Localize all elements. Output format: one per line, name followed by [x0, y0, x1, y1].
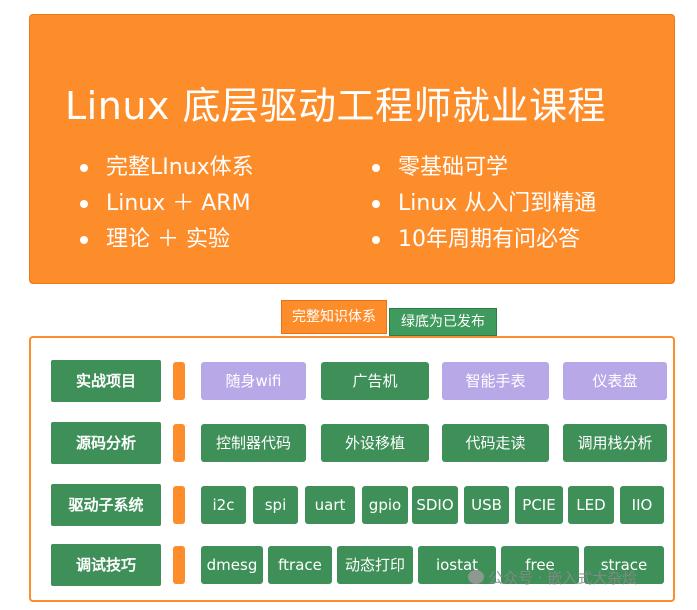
topic-chip: spi — [253, 486, 298, 524]
course-banner: Linux 底层驱动工程师就业课程 完整LInux体系 Linux ＋ ARM … — [29, 14, 675, 284]
feature-text: Linux ＋ ARM — [106, 191, 251, 216]
feature-text: 完整LInux体系 — [106, 155, 254, 180]
feature-text: 10年周期有问必答 — [398, 227, 580, 252]
topic-chip: 外设移植 — [321, 424, 429, 462]
feature-list-left: 完整LInux体系 Linux ＋ ARM 理论 ＋ 实验 — [80, 150, 254, 258]
feature-item: 零基础可学 — [372, 150, 596, 186]
curriculum-row-source: 源码分析 控制器代码 外设移植 代码走读 调用栈分析 — [31, 422, 673, 464]
feature-text: Linux 从入门到精通 — [398, 191, 597, 216]
topic-chip: USB — [464, 486, 509, 524]
bullet-dot-icon — [372, 164, 380, 172]
row-divider-bar — [173, 486, 185, 524]
topic-chip: strace — [584, 546, 664, 584]
topic-chip: SDIO — [412, 486, 458, 524]
topic-chip: free — [501, 546, 579, 584]
topic-chip: ftrace — [268, 546, 332, 584]
row-label: 源码分析 — [51, 422, 161, 464]
feature-list-right: 零基础可学 Linux 从入门到精通 10年周期有问必答 — [372, 150, 596, 258]
feature-item: Linux ＋ ARM — [80, 186, 254, 222]
feature-text: 理论 ＋ 实验 — [106, 227, 230, 252]
topic-chip: i2c — [201, 486, 246, 524]
bullet-dot-icon — [80, 200, 88, 208]
topic-chip: 控制器代码 — [201, 424, 306, 462]
row-divider-bar — [173, 362, 185, 400]
bullet-dot-icon — [80, 164, 88, 172]
feature-item: 10年周期有问必答 — [372, 222, 596, 258]
topic-chip: 调用栈分析 — [563, 424, 667, 462]
feature-item: 完整LInux体系 — [80, 150, 254, 186]
feature-item: Linux 从入门到精通 — [372, 186, 596, 222]
topic-chip: 广告机 — [321, 362, 429, 400]
knowledge-system-tag: 完整知识体系 — [281, 300, 387, 334]
topic-chip: LED — [568, 486, 614, 524]
topic-chip: gpio — [362, 486, 408, 524]
topic-chip: 随身wifi — [201, 362, 306, 400]
curriculum-row-drivers: 驱动子系统 i2c spi uart gpio SDIO USB PCIE LE… — [31, 484, 673, 526]
row-divider-bar — [173, 424, 185, 462]
wechat-icon — [468, 570, 484, 584]
bullet-dot-icon — [372, 236, 380, 244]
curriculum-row-projects: 实战项目 随身wifi 广告机 智能手表 仪表盘 — [31, 360, 673, 402]
row-label: 调试技巧 — [51, 544, 161, 586]
banner-title: Linux 底层驱动工程师就业课程 — [65, 84, 606, 128]
topic-chip: 代码走读 — [442, 424, 549, 462]
topic-chip: 智能手表 — [442, 362, 549, 400]
feature-item: 理论 ＋ 实验 — [80, 222, 254, 258]
curriculum-row-debugging: 调试技巧 dmesg ftrace 动态打印 iostat free strac… — [31, 544, 673, 586]
watermark-text: 公众号 · 嵌入式大杂烩 — [488, 569, 638, 587]
topic-chip: PCIE — [515, 486, 563, 524]
topic-chip: uart — [305, 486, 355, 524]
row-label: 驱动子系统 — [51, 484, 161, 526]
row-divider-bar — [173, 546, 185, 584]
topic-chip: dmesg — [201, 546, 263, 584]
bullet-dot-icon — [80, 236, 88, 244]
row-label: 实战项目 — [51, 360, 161, 402]
watermark: 公众号 · 嵌入式大杂烩 — [468, 567, 637, 588]
curriculum-panel: 实战项目 随身wifi 广告机 智能手表 仪表盘 源码分析 控制器代码 外设移植… — [29, 336, 675, 602]
feature-text: 零基础可学 — [398, 155, 509, 180]
topic-chip: IIO — [620, 486, 664, 524]
topic-chip: 动态打印 — [337, 546, 413, 584]
topic-chip: 仪表盘 — [563, 362, 667, 400]
bullet-dot-icon — [372, 200, 380, 208]
published-legend-tag: 绿底为已发布 — [389, 308, 497, 336]
